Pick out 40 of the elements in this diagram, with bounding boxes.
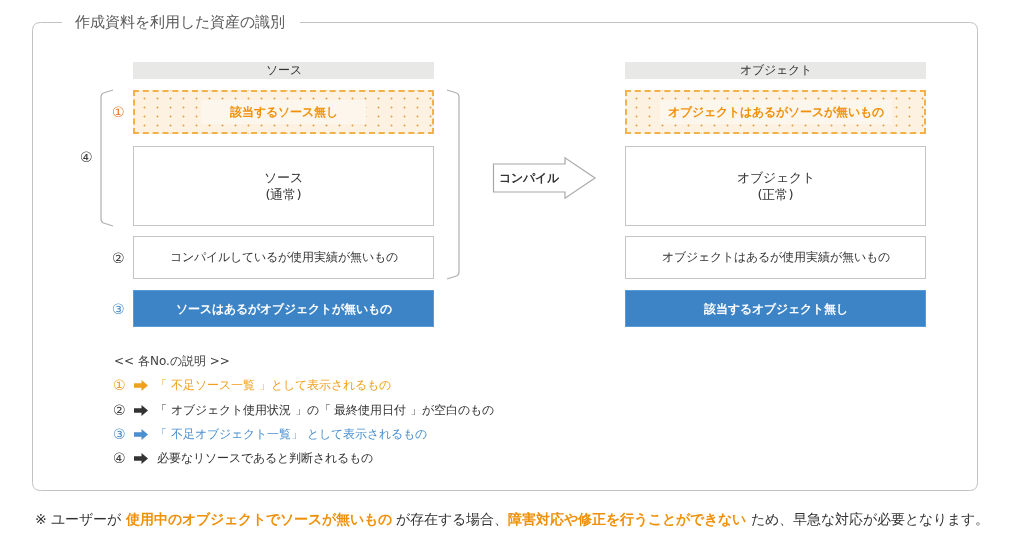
dashed-box <box>625 90 926 134</box>
list-item-text: 「 オブジェクト使用状況 」の「 最終使用日付 」が空白のもの <box>155 402 495 419</box>
highlight-box <box>625 290 926 327</box>
process-box <box>625 146 926 226</box>
dashed-box <box>133 90 434 134</box>
callout-number: ① <box>113 376 126 394</box>
column-header <box>133 62 434 79</box>
header-label: オブジェクト <box>739 62 812 79</box>
box-label: 該当するオブジェクト無し <box>703 300 848 317</box>
box-label: 該当するソース無し <box>201 100 366 124</box>
box-label: ソース <box>264 169 303 186</box>
callout-number: ③ <box>113 425 126 443</box>
list-item-text: 「 不足ソース一覧 」として表示されるもの <box>155 377 391 394</box>
box-label: オブジェクトはあるがソースが無いもの <box>659 100 892 124</box>
callout-number: ① <box>112 103 125 121</box>
list-item-text: 必要なリソースであると判断されるもの <box>157 450 373 467</box>
column-header <box>625 62 926 79</box>
group-frame <box>32 12 978 491</box>
callout-number: ② <box>112 248 125 267</box>
header-label: ソース <box>265 62 302 79</box>
list-item-text: 「 不足オブジェクト一覧」 として表示されるもの <box>155 426 427 443</box>
frame-title: 作成資料を利用した資産の識別 <box>75 12 285 32</box>
process-box <box>133 236 434 279</box>
box-label: コンパイルしているが使用実績が無いもの <box>169 249 398 266</box>
box-label: ソースはあるがオブジェクトが無いもの <box>175 300 392 317</box>
process-box <box>133 146 434 226</box>
box-label: オブジェクト <box>736 169 815 186</box>
callout-number: ④ <box>80 148 93 166</box>
list-heading: << 各No.の説明 >> <box>114 353 230 370</box>
callout-number: ④ <box>113 449 126 467</box>
box-label: オブジェクトはあるが使用実績が無いもの <box>661 249 890 266</box>
arrow-label: コンパイル <box>499 170 559 186</box>
callout-number: ③ <box>112 299 125 318</box>
footnote: ※ ユーザーが 使用中のオブジェクトでソースが無いもの が存在する場合、障害対応や修正を行うことができない ため、早急な対応が必要となります。 <box>35 510 989 528</box>
highlight-box <box>133 290 434 327</box>
process-box <box>625 236 926 279</box>
box-label: (通常) <box>265 186 302 203</box>
box-label: (正常) <box>757 186 794 203</box>
callout-number: ② <box>113 401 126 419</box>
block-arrow <box>493 157 596 199</box>
